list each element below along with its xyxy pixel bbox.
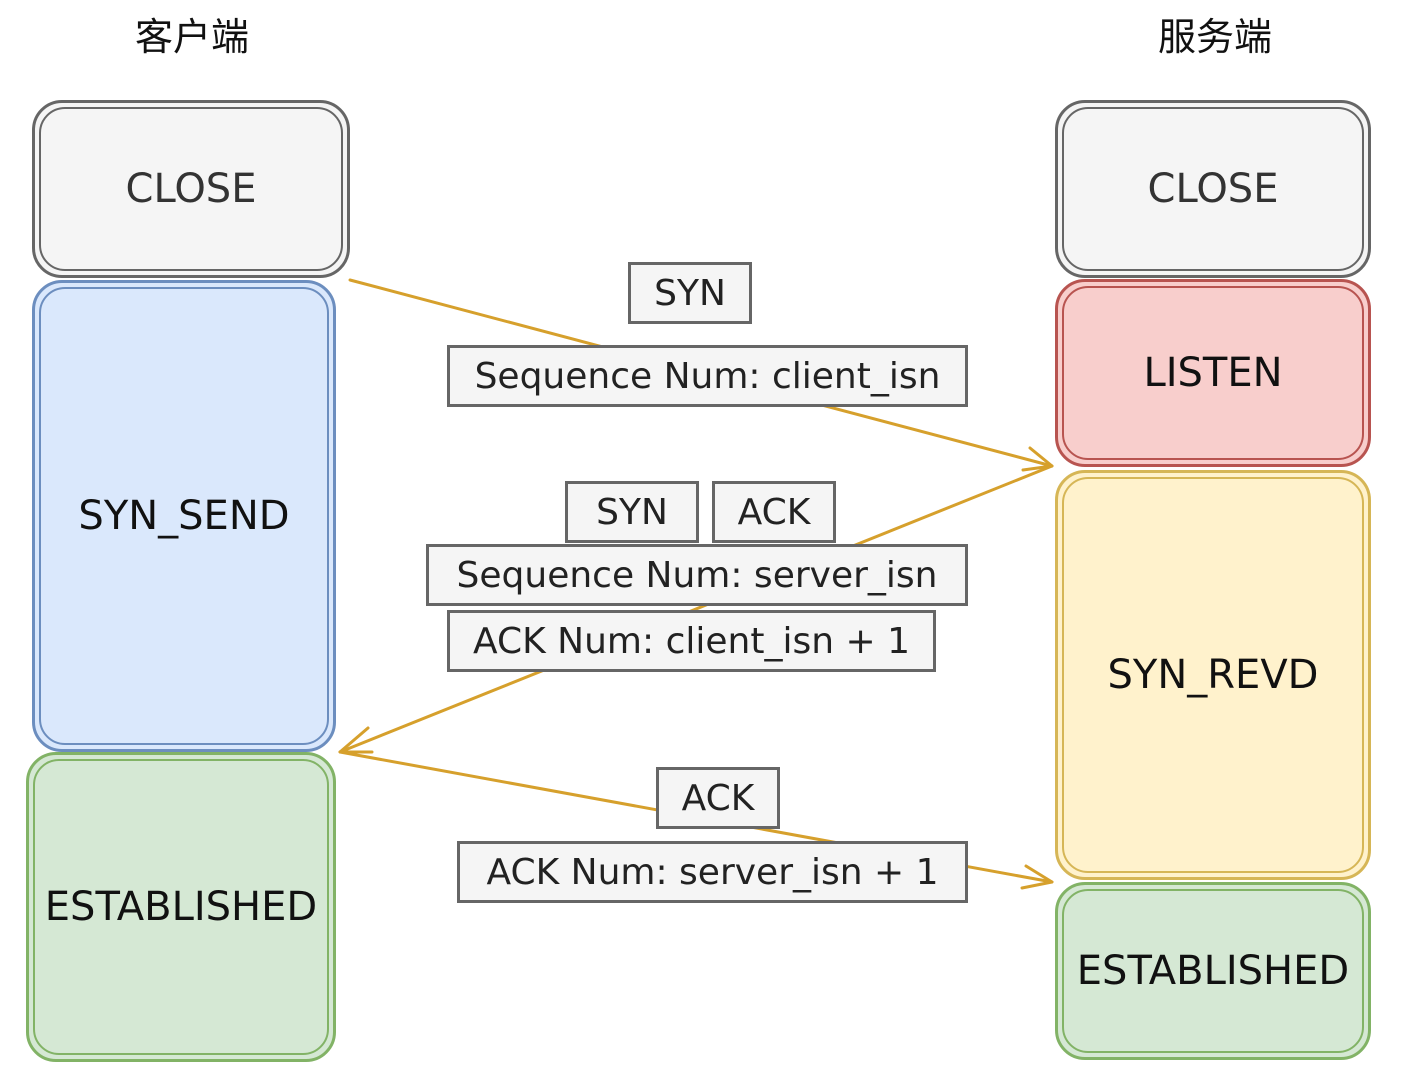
msg2-flag-syn: SYN bbox=[565, 481, 699, 543]
server-state-close-label: CLOSE bbox=[1147, 166, 1279, 212]
server-state-listen-label: LISTEN bbox=[1143, 350, 1283, 396]
server-state-listen: LISTEN bbox=[1055, 279, 1371, 467]
client-state-established: ESTABLISHED bbox=[26, 752, 336, 1062]
client-header: 客户端 bbox=[134, 15, 249, 59]
server-state-syn-revd: SYN_REVD bbox=[1055, 470, 1371, 880]
msg3-ack-num: ACK Num: server_isn + 1 bbox=[457, 841, 968, 903]
client-state-close: CLOSE bbox=[32, 100, 350, 278]
msg2-ack-num: ACK Num: client_isn + 1 bbox=[447, 610, 936, 672]
client-state-syn-send-label: SYN_SEND bbox=[78, 493, 290, 539]
arrow-ack-head bbox=[1020, 864, 1054, 890]
client-state-syn-send: SYN_SEND bbox=[32, 280, 336, 752]
server-state-close: CLOSE bbox=[1055, 100, 1371, 278]
msg1-seq-num: Sequence Num: client_isn bbox=[447, 345, 968, 407]
arrow-syn-ack bbox=[338, 464, 1054, 754]
server-state-established: ESTABLISHED bbox=[1055, 882, 1371, 1060]
server-header: 服务端 bbox=[1157, 15, 1272, 59]
msg2-flag-ack: ACK bbox=[712, 481, 836, 543]
client-state-close-label: CLOSE bbox=[125, 166, 257, 212]
server-state-syn-revd-label: SYN_REVD bbox=[1107, 652, 1319, 698]
msg2-seq-num: Sequence Num: server_isn bbox=[426, 544, 968, 606]
msg1-flag-syn: SYN bbox=[628, 262, 752, 324]
msg3-flag-ack: ACK bbox=[656, 767, 780, 829]
server-state-established-label: ESTABLISHED bbox=[1076, 948, 1350, 994]
client-state-established-label: ESTABLISHED bbox=[44, 884, 318, 930]
